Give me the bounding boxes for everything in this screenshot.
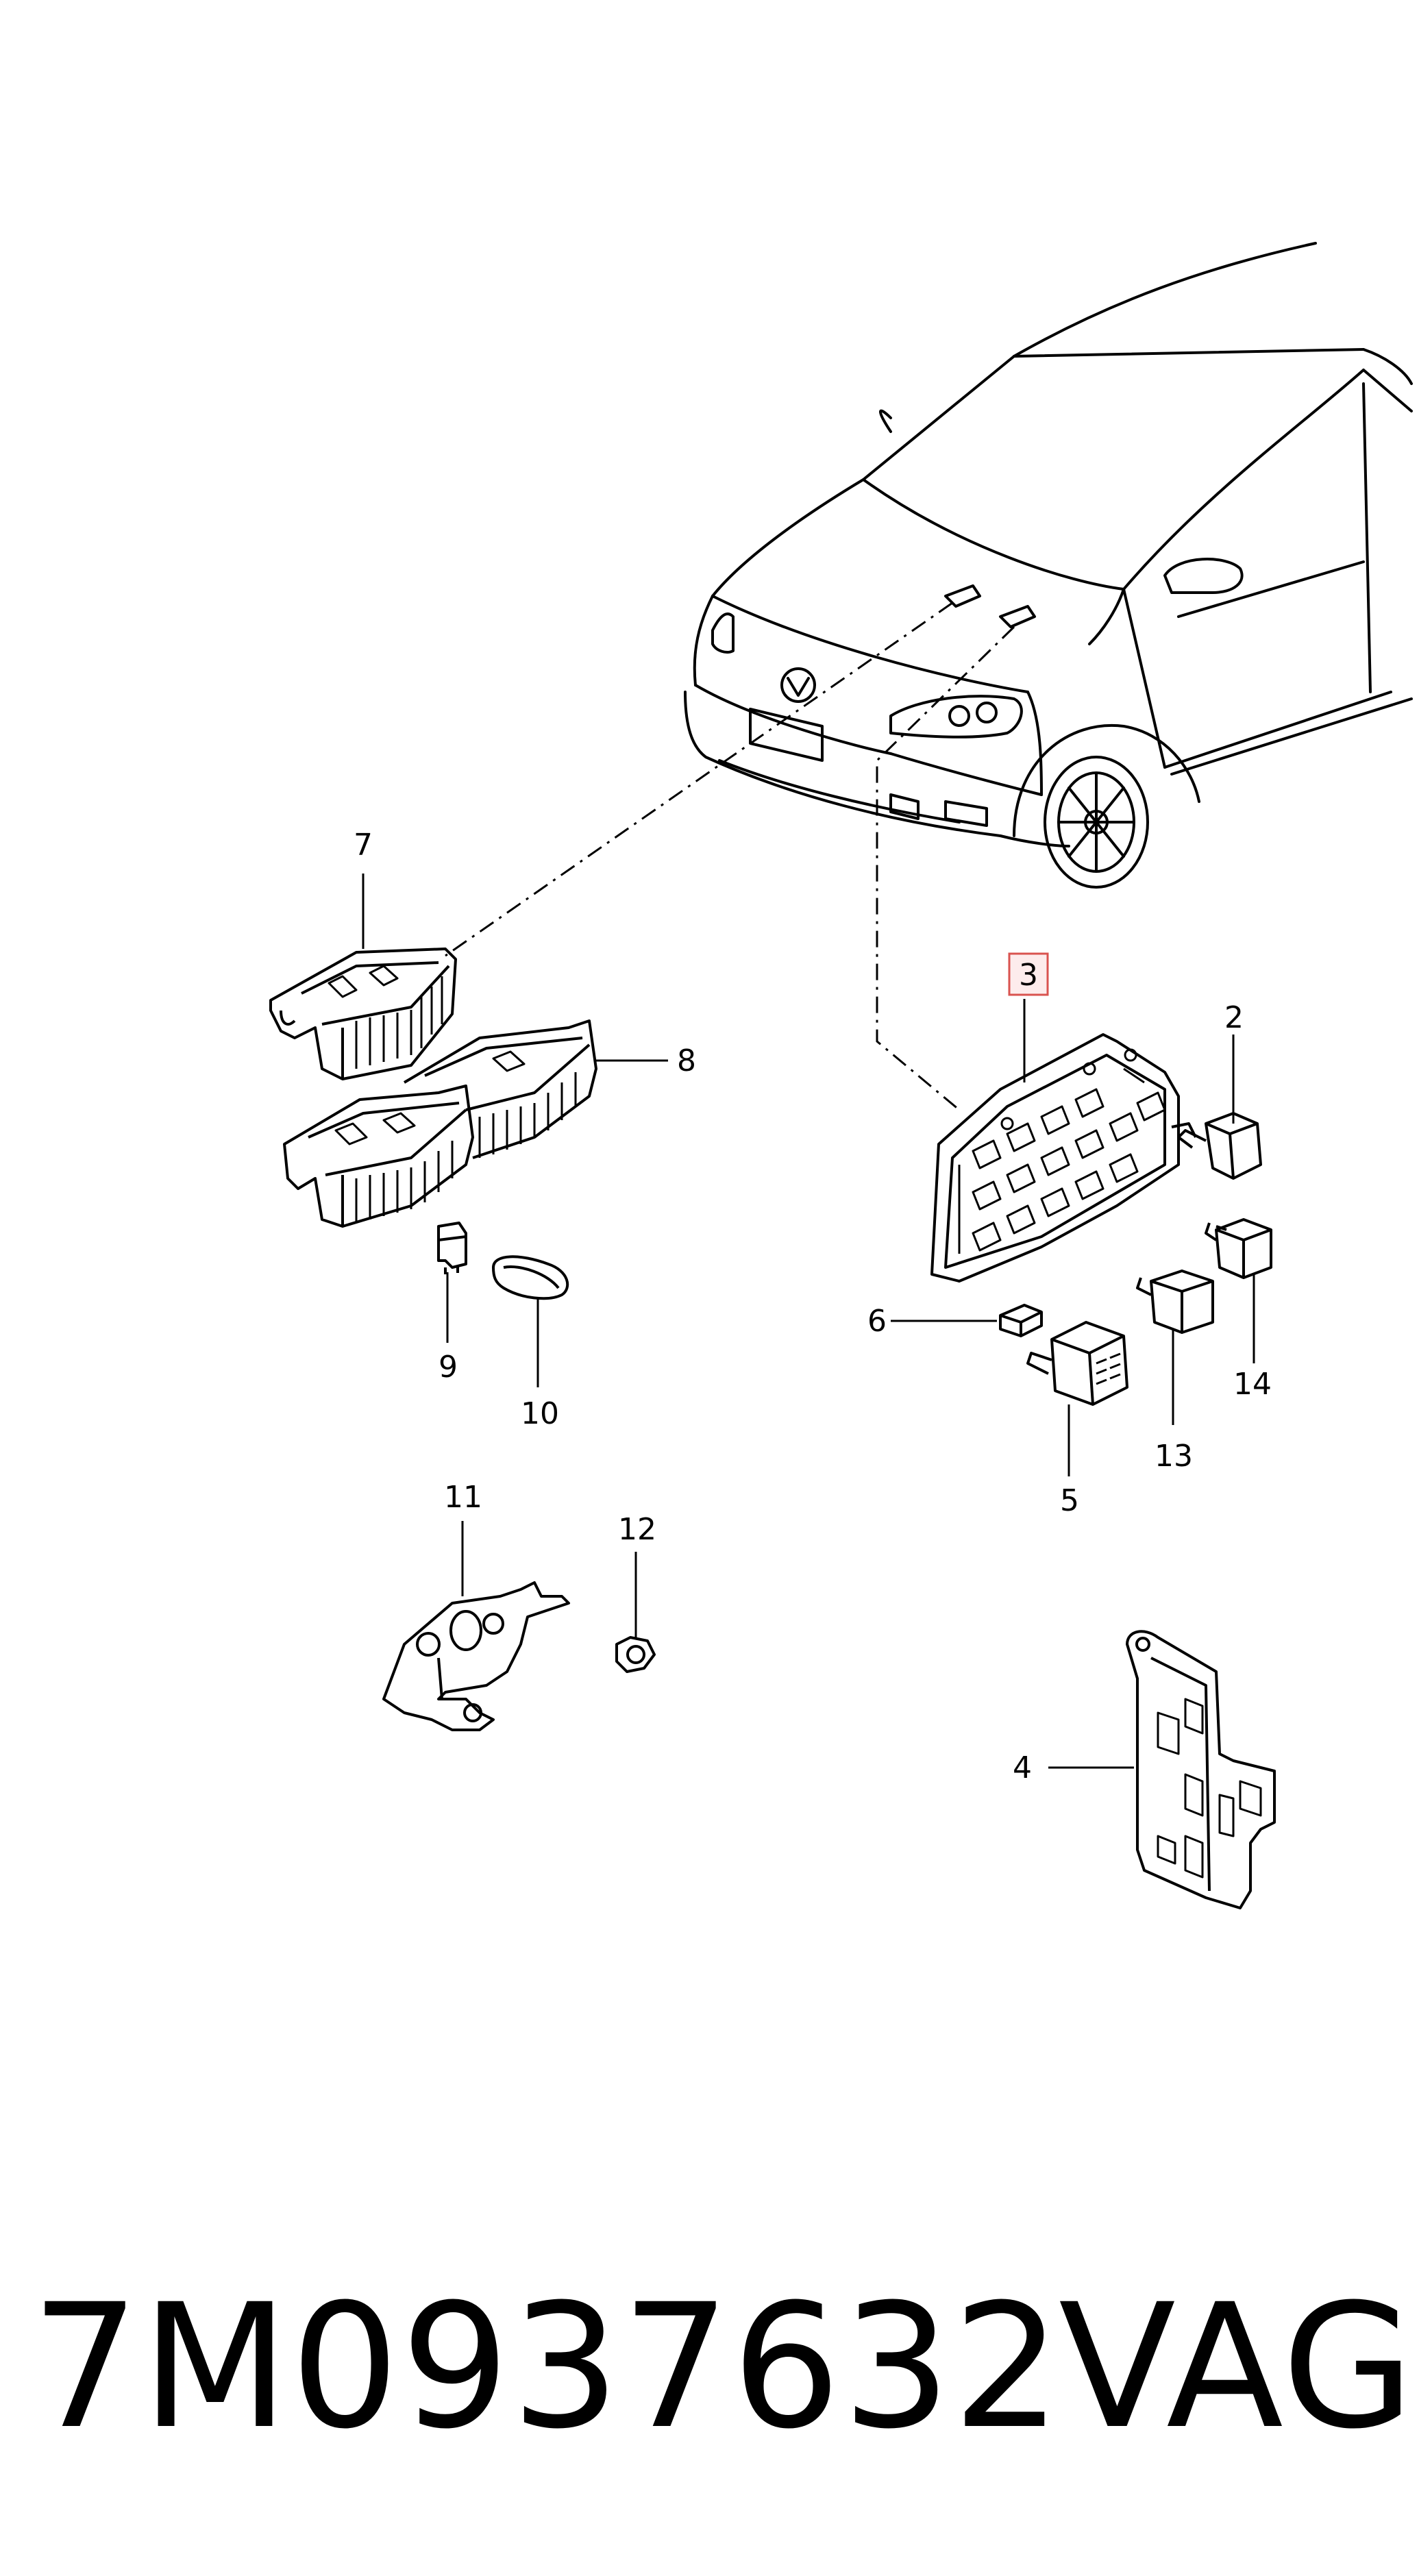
callout-lines bbox=[362, 874, 1255, 1769]
relay-part-13 bbox=[1136, 1270, 1214, 1334]
nut-part-12 bbox=[615, 1636, 656, 1673]
label-12: 12 bbox=[618, 1512, 656, 1547]
connector-part-8 bbox=[283, 1019, 597, 1228]
relay-part-2 bbox=[1171, 1112, 1262, 1180]
connector-part-7 bbox=[269, 948, 457, 1080]
label-8: 8 bbox=[677, 1043, 696, 1078]
brand-name: VAG bbox=[1059, 2267, 1416, 2466]
car-illustration bbox=[684, 242, 1413, 889]
fuse-part-9 bbox=[437, 1222, 467, 1274]
part-number: 7M0937632 bbox=[31, 2267, 1063, 2466]
label-6: 6 bbox=[867, 1304, 887, 1339]
part-labels: 7 8 9 10 3 2 14 13 6 5 11 12 4 bbox=[354, 828, 1272, 1785]
label-14: 14 bbox=[1233, 1367, 1272, 1402]
fuse-box-part-3 bbox=[930, 1033, 1180, 1283]
bracket-part-11 bbox=[382, 1581, 570, 1731]
label-7: 7 bbox=[354, 828, 373, 863]
fuse-part-6 bbox=[999, 1304, 1043, 1337]
holder-part-4 bbox=[1126, 1630, 1276, 1909]
label-11: 11 bbox=[444, 1480, 482, 1515]
relay-socket-part-5 bbox=[1026, 1321, 1128, 1406]
label-10: 10 bbox=[521, 1396, 559, 1431]
label-4: 4 bbox=[1013, 1750, 1032, 1785]
label-13: 13 bbox=[1155, 1439, 1193, 1474]
label-2: 2 bbox=[1224, 1000, 1244, 1035]
relay-part-14 bbox=[1205, 1218, 1272, 1279]
cap-part-10 bbox=[492, 1255, 569, 1300]
label-9: 9 bbox=[439, 1350, 458, 1385]
leader-lines bbox=[445, 602, 1015, 1111]
label-5: 5 bbox=[1060, 1483, 1079, 1518]
highlight-box-part-3 bbox=[1008, 952, 1049, 996]
label-3: 3 bbox=[1019, 958, 1038, 993]
